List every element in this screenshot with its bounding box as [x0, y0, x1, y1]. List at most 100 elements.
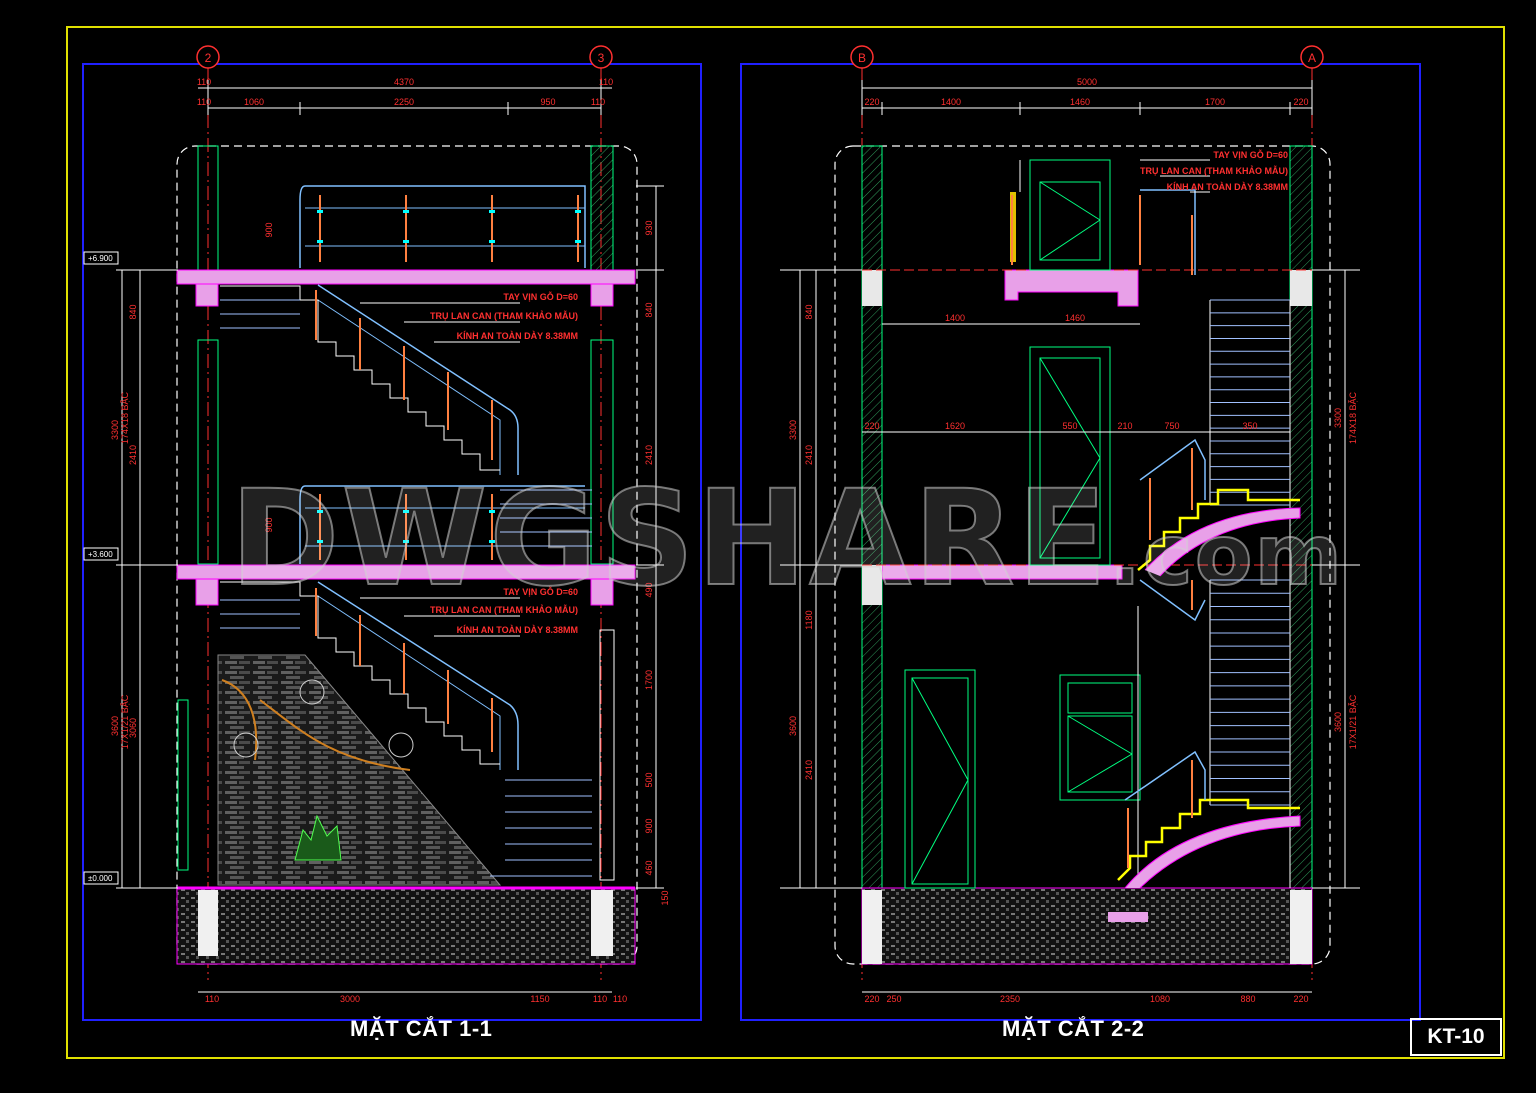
dim-text: 880: [1240, 994, 1255, 1004]
dim-text: 1080: [1150, 994, 1170, 1004]
dim-text: 1400: [941, 97, 961, 107]
dim-text: 220: [864, 994, 879, 1004]
dim-text: 3600: [1333, 712, 1343, 732]
note-handrail: TAY VỊN GỖ D=60: [1213, 149, 1288, 160]
dim-text: 210: [1117, 421, 1132, 431]
level-text: +3.600: [88, 550, 113, 559]
dim-text: 250: [886, 994, 901, 1004]
note-handrail: TAY VỊN GỖ D=60: [503, 291, 578, 302]
dim-text: 3600: [110, 716, 120, 736]
dim-text: 490: [644, 582, 654, 597]
level-text: ±0.000: [88, 874, 113, 883]
dim-text: 1460: [1070, 97, 1090, 107]
dim-text: 1150: [530, 994, 549, 1004]
dim-text: 3300: [1333, 408, 1343, 428]
dim-text: 3300: [110, 420, 120, 440]
section-1-geometry: [176, 66, 638, 980]
level-marker-3600: +3.600: [83, 547, 119, 561]
level-text: +6.900: [88, 254, 113, 263]
note-glass: KÍNH AN TOÀN DÀY 8.38MM: [457, 331, 578, 341]
dim-text: 110: [599, 77, 613, 87]
dim-text: 840: [804, 304, 814, 319]
section-2-geometry: [834, 66, 1360, 980]
dim-text: 840: [128, 304, 138, 319]
grid-label-a: A: [1308, 51, 1316, 65]
dim-text: 550: [1062, 421, 1077, 431]
grid-bubble-a: A: [1300, 45, 1324, 69]
dim-text: 110: [205, 994, 219, 1004]
dim-text: 220: [864, 97, 879, 107]
dim-text: 2250: [394, 97, 414, 107]
dim-text: 500: [644, 772, 654, 787]
dim-text: 174X18 BẬC: [1348, 391, 1358, 444]
dim-text: 930: [644, 220, 654, 235]
grid-bubble-2: 2: [196, 45, 220, 69]
dim-text: 1460: [1065, 313, 1085, 323]
note-baluster: TRỤ LAN CAN (THAM KHẢO MẪU): [430, 604, 578, 615]
dim-text: 17X1/21 BẬC: [120, 694, 130, 749]
note-baluster: TRỤ LAN CAN (THAM KHẢO MẪU): [1140, 165, 1288, 176]
watermark-suffix: .com: [1108, 505, 1344, 605]
dim-text: 4370: [394, 77, 414, 87]
dim-text: 840: [644, 302, 654, 317]
dim-text: 3600: [788, 716, 798, 736]
sheet-frame: [66, 26, 1505, 1059]
note-glass: KÍNH AN TOÀN DÀY 8.38MM: [1167, 182, 1288, 192]
dim-text: 900: [644, 818, 654, 833]
grid-bubble-b: B: [850, 45, 874, 69]
dim-text: 2410: [128, 445, 138, 465]
dim-text: 110: [593, 994, 607, 1004]
view-border-2: [740, 63, 1421, 1021]
dim-text: 220: [1293, 97, 1308, 107]
dim-text: 110: [591, 97, 605, 107]
dim-text: 220: [864, 421, 879, 431]
section-1-notes: TAY VỊN GỖ D=60 TRỤ LAN CAN (THAM KHẢO M…: [430, 291, 578, 635]
dim-text: 2410: [804, 760, 814, 780]
dim-text: 2410: [804, 445, 814, 465]
dim-text: 350: [1242, 421, 1257, 431]
dim-text: 460: [644, 860, 654, 875]
dim-text: 900: [264, 222, 274, 237]
level-marker-6900: +6.900: [83, 251, 119, 265]
section-1-title: MẶT CẮT 1-1: [350, 1016, 493, 1041]
dim-text: 3060: [128, 718, 138, 738]
dim-text: 1400: [945, 313, 965, 323]
note-glass: KÍNH AN TOÀN DÀY 8.38MM: [457, 625, 578, 635]
level-marker-0000: ±0.000: [83, 871, 119, 885]
dim-text: 174X18 BẬC: [120, 391, 130, 444]
dim-text: 110: [197, 77, 211, 87]
dim-text: 220: [1293, 994, 1308, 1004]
section-2-title: MẶT CẮT 2-2: [1002, 1016, 1145, 1041]
grid-label-2: 2: [205, 51, 212, 65]
dim-text: 3000: [340, 994, 360, 1004]
dim-text: 2410: [644, 445, 654, 465]
grid-label-3: 3: [598, 51, 605, 65]
dim-text: 17X1/21 BẬC: [1348, 694, 1358, 749]
dim-text: 3300: [788, 420, 798, 440]
note-baluster: TRỤ LAN CAN (THAM KHẢO MẪU): [430, 310, 578, 321]
dim-text: 1700: [644, 670, 654, 690]
watermark-main: DWGSHARE: [229, 461, 1110, 617]
dim-text: 2350: [1000, 994, 1020, 1004]
dim-text: 1620: [945, 421, 965, 431]
section-2-dimension-lines: [780, 80, 1360, 993]
section-1-dim-texts: 4370 110 110 1060 2250 950 110 110 110 3…: [110, 77, 670, 1004]
section-2-dim-texts: 5000 220 1400 1460 1700 220 1400 1460 22…: [788, 77, 1358, 1004]
view-border-1: [82, 63, 702, 1021]
dim-text: 900: [264, 517, 274, 532]
section-2-notes: TAY VỊN GỖ D=60 TRỤ LAN CAN (THAM KHẢO M…: [1140, 149, 1288, 192]
dim-text: 1700: [1205, 97, 1225, 107]
dim-text: 110: [197, 97, 211, 107]
dim-text: 5000: [1077, 77, 1097, 87]
grid-bubble-3: 3: [589, 45, 613, 69]
sheet-number: KT-10: [1410, 1018, 1502, 1056]
dim-text: 1060: [244, 97, 264, 107]
dim-text: 1180: [804, 610, 814, 629]
dim-text: 750: [1164, 421, 1179, 431]
dim-text: 150: [660, 890, 670, 905]
section-1-dimension-lines: [116, 80, 664, 993]
grid-label-b: B: [858, 51, 866, 65]
dim-text: 110: [613, 994, 627, 1004]
